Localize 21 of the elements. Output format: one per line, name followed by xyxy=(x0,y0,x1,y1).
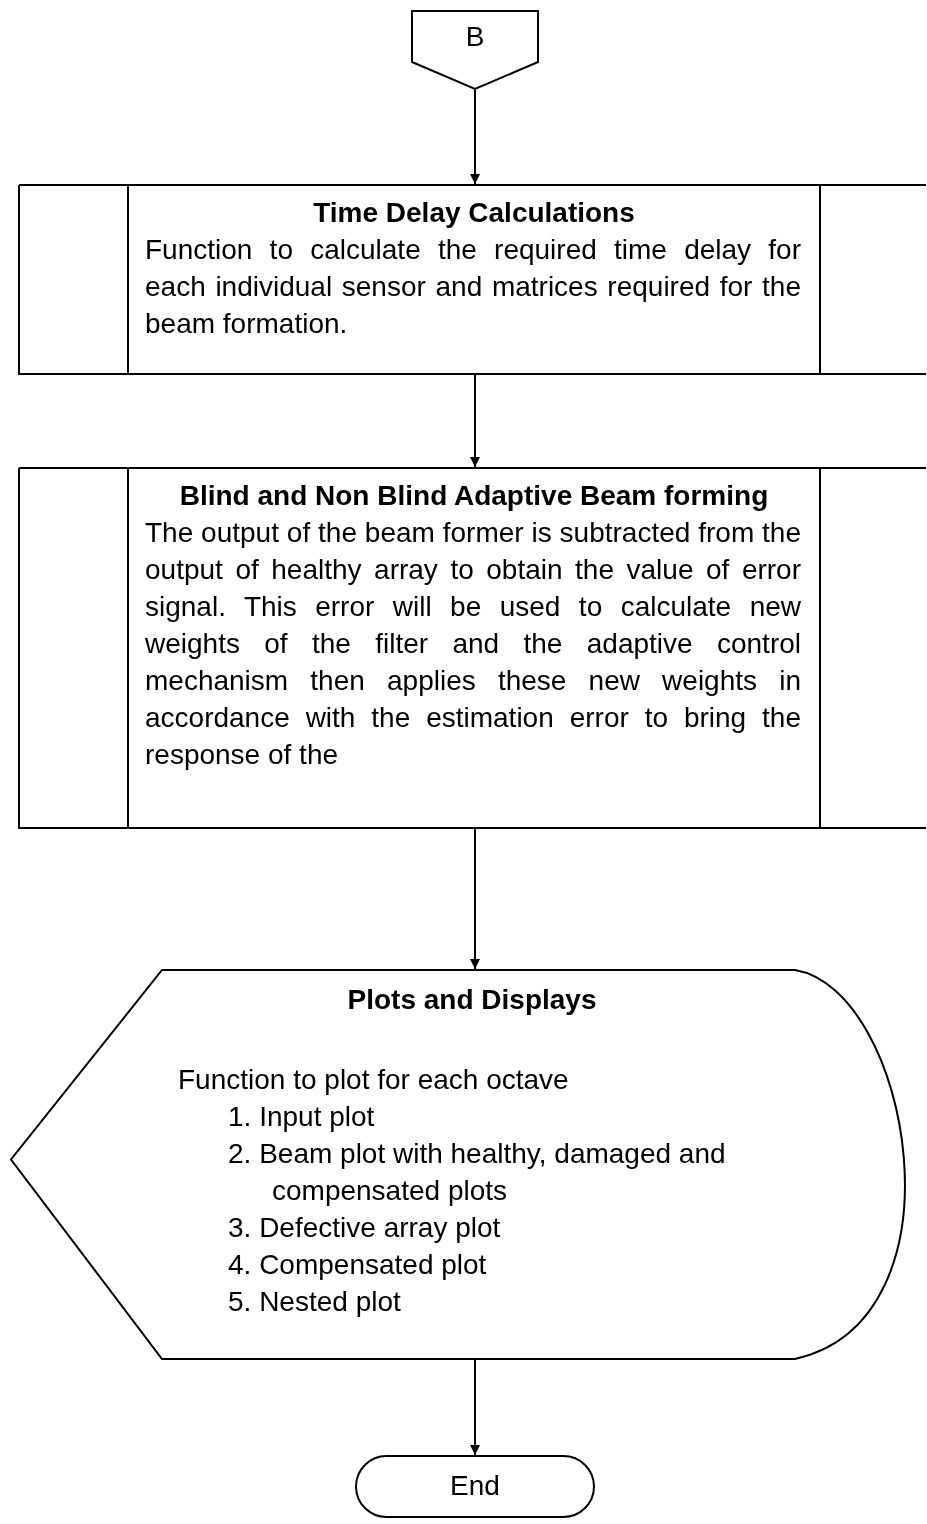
process-description: Function to calculate the required time delay for each individual sensor and matrices required for the beam formation. xyxy=(145,233,801,341)
list-item: 3. Defective array plot xyxy=(228,1211,502,1245)
connector-label: B xyxy=(464,20,486,54)
display-heading: Plots and Displays xyxy=(346,983,598,1017)
process-description: The output of the beam former is subtracted from the output of healthy array to obtain the value of error signal. This error will be used to calculate new weights of the filter and the adaptive control mechanism then applies these new weights in accordance with the estimation error to bring the response of the xyxy=(145,516,801,772)
terminal-label: End xyxy=(449,1469,501,1503)
arrow xyxy=(470,828,480,970)
arrow xyxy=(470,1359,480,1456)
process-box xyxy=(18,184,926,375)
list-item: 4. Compensated plot xyxy=(228,1248,488,1282)
process-heading: Time Delay Calculations xyxy=(312,196,636,230)
arrow xyxy=(470,374,480,468)
list-item: 2. Beam plot with healthy, damaged and compensated plots xyxy=(228,1137,727,1208)
list-item: 5. Nested plot xyxy=(228,1285,402,1319)
terminal-shape xyxy=(355,1455,595,1518)
process-box xyxy=(18,467,926,829)
process-heading: Blind and Non Blind Adaptive Beam forming xyxy=(178,479,770,513)
display-description: Function to plot for each octave xyxy=(178,1063,570,1097)
arrow xyxy=(470,89,480,185)
offpage-connector xyxy=(411,10,539,90)
list-item: 1. Input plot xyxy=(228,1100,376,1134)
